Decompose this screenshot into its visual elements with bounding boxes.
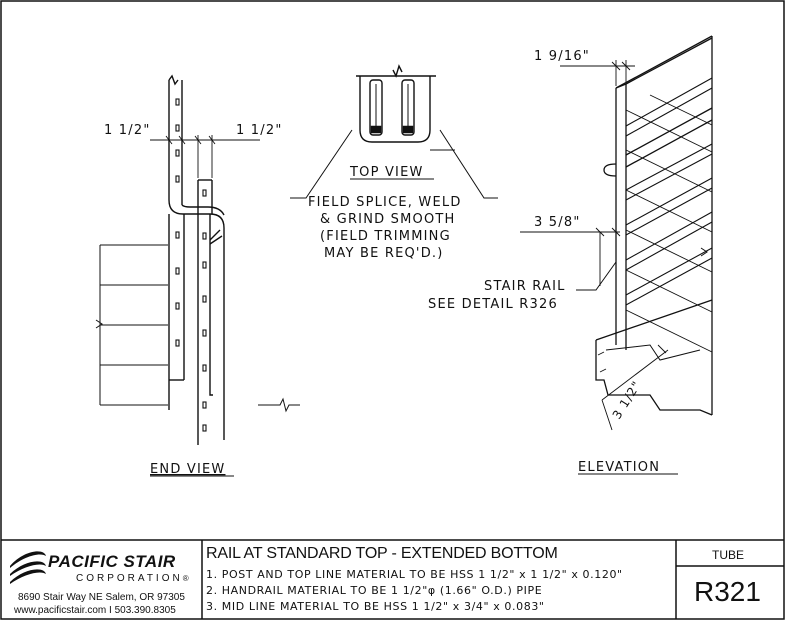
company-name: PACIFIC STAIR <box>48 552 176 571</box>
stair-rail-note-line1: STAIR RAIL <box>484 279 566 294</box>
dim-elev-angle: 3 1/2" <box>610 378 644 421</box>
splice-note-line3: (FIELD TRIMMING <box>320 229 451 244</box>
note-3: 3. MID LINE MATERIAL TO BE HSS 1 1/2" x … <box>206 600 545 613</box>
elevation-view <box>520 35 713 431</box>
company-subtitle: CORPORATION® <box>76 573 189 584</box>
dim-elev-top: 1 9/16" <box>534 49 590 64</box>
type-label: TUBE <box>712 548 745 562</box>
end-view <box>95 74 300 445</box>
end-view-label: END VIEW <box>150 462 225 477</box>
stair-rail-note-line2: SEE DETAIL R326 <box>428 297 558 312</box>
dim-end-right: 1 1/2" <box>236 123 283 138</box>
company-contact: www.pacificstair.com I 503.390.8305 <box>14 605 176 616</box>
dim-elev-mid: 3 5/8" <box>534 215 581 230</box>
title-block-frame <box>1 539 784 619</box>
elevation-label: ELEVATION <box>578 460 660 475</box>
splice-note-line4: MAY BE REQ'D.) <box>324 246 444 261</box>
drawing-title: RAIL AT STANDARD TOP - EXTENDED BOTTOM <box>206 545 558 562</box>
top-view-label: TOP VIEW <box>349 165 424 180</box>
registered-mark: ® <box>182 574 189 583</box>
company-logo <box>10 551 46 584</box>
company-address: 8690 Stair Way NE Salem, OR 97305 <box>18 592 185 603</box>
detail-number: R321 <box>694 576 761 607</box>
splice-note-line1: FIELD SPLICE, WELD <box>308 195 462 210</box>
splice-note-line2: & GRIND SMOOTH <box>320 212 456 227</box>
company-sub-text: CORPORATION <box>76 573 183 584</box>
note-1: 1. POST AND TOP LINE MATERIAL TO BE HSS … <box>206 568 623 581</box>
dim-end-left: 1 1/2" <box>104 123 151 138</box>
top-view <box>290 64 498 199</box>
note-2: 2. HANDRAIL MATERIAL TO BE 1 1/2"φ (1.66… <box>206 584 543 597</box>
